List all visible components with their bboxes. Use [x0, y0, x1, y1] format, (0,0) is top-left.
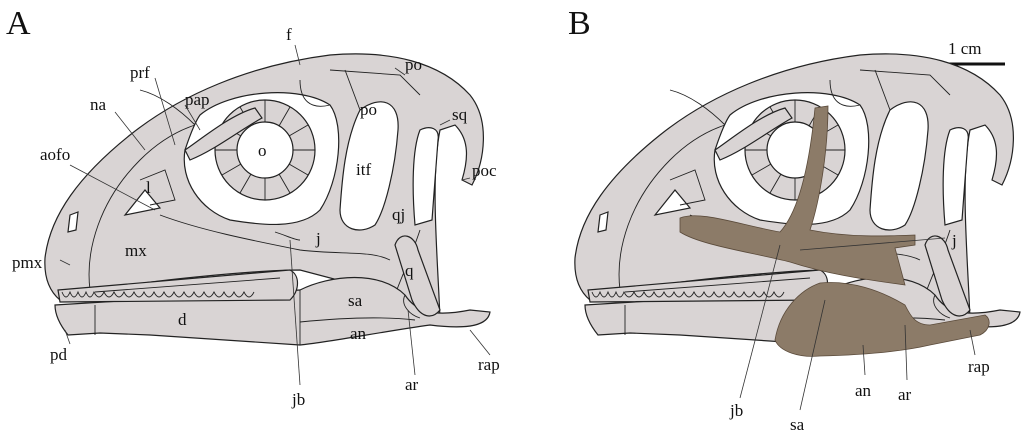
label-pap: pap: [185, 90, 210, 109]
label-q: q: [405, 261, 414, 280]
leader-lines-b: [739, 237, 976, 411]
panel-b-letter: B: [568, 5, 591, 42]
label-sq: sq: [452, 105, 468, 124]
label-qj: qj: [392, 205, 405, 224]
panel-b: B 1 cm j jb sa an ar rap: [568, 5, 1021, 434]
label-po-top: po: [405, 55, 422, 74]
panel-a: A pap f po prf na po sq aofo o poc itf l…: [6, 5, 500, 409]
label-b-sa: sa: [790, 415, 805, 434]
label-ar: ar: [405, 375, 419, 394]
label-rap: rap: [478, 355, 500, 374]
label-mx: mx: [125, 241, 147, 260]
label-b-jb: jb: [729, 401, 743, 420]
label-b-an: an: [855, 381, 872, 400]
scale-bar-label: 1 cm: [948, 39, 982, 58]
leader-lines-a: [59, 44, 491, 386]
label-o: o: [258, 141, 267, 160]
label-poc: poc: [472, 161, 497, 180]
label-prf: prf: [130, 63, 150, 82]
label-po: po: [360, 100, 377, 119]
skull-drawing-a: [44, 53, 491, 346]
label-sa: sa: [348, 291, 363, 310]
label-b-rap: rap: [968, 357, 990, 376]
label-aofo: aofo: [40, 145, 70, 164]
label-b-j: j: [951, 231, 957, 250]
label-pd: pd: [50, 345, 68, 364]
label-an: an: [350, 324, 367, 343]
fossil-jugal: [679, 105, 916, 286]
label-b-ar: ar: [898, 385, 912, 404]
label-l: l: [146, 178, 151, 197]
label-d: d: [178, 310, 187, 329]
fossil-lower-jaw: [774, 282, 990, 357]
label-jb: jb: [291, 390, 305, 409]
panel-a-letter: A: [6, 5, 31, 42]
label-itf: itf: [356, 160, 371, 179]
label-pmx: pmx: [12, 253, 43, 272]
label-f: f: [286, 25, 292, 44]
label-j: j: [315, 229, 321, 248]
label-na: na: [90, 95, 107, 114]
